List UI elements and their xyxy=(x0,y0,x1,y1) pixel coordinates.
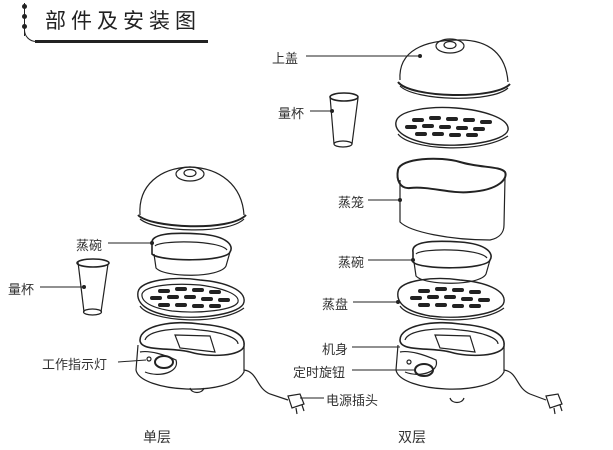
title-dot xyxy=(22,14,27,19)
plug-single xyxy=(287,393,305,415)
double-lid xyxy=(397,38,511,99)
single-tray xyxy=(137,277,245,321)
leader-dots xyxy=(82,54,422,304)
double-cup xyxy=(329,92,359,148)
leader-lines xyxy=(40,55,420,399)
label-power-plug: 电源插头 xyxy=(326,394,379,409)
label-steam-basket: 蒸笼 xyxy=(338,196,365,211)
label-cup-double: 量杯 xyxy=(278,107,305,122)
caption-single-layer: 单层 xyxy=(143,430,171,446)
single-cup xyxy=(76,258,110,316)
double-body xyxy=(395,321,547,404)
single-body xyxy=(135,321,289,401)
label-timer-knob: 定时旋钮 xyxy=(293,366,346,381)
title-underline xyxy=(35,40,208,43)
label-bowl-double: 蒸碗 xyxy=(338,256,365,271)
label-body: 机身 xyxy=(322,343,349,358)
label-lid: 上盖 xyxy=(272,52,299,67)
single-bowl xyxy=(151,232,232,276)
double-basket xyxy=(396,157,507,241)
title-dot xyxy=(22,24,27,29)
label-steam-tray: 蒸盘 xyxy=(322,298,349,313)
page-title: 部件及安装图 xyxy=(45,9,201,33)
single-lid xyxy=(137,166,247,231)
label-bowl-single: 蒸碗 xyxy=(76,239,103,254)
double-tray-top xyxy=(395,106,509,149)
label-indicator-light: 工作指示灯 xyxy=(42,358,108,373)
title-dot xyxy=(22,4,27,9)
double-tray xyxy=(397,277,505,321)
caption-double-layer: 双层 xyxy=(398,430,426,446)
label-cup-single: 量杯 xyxy=(8,283,35,298)
double-bowl xyxy=(412,240,492,284)
plug-double xyxy=(545,393,563,415)
title-rail-line xyxy=(24,3,25,36)
